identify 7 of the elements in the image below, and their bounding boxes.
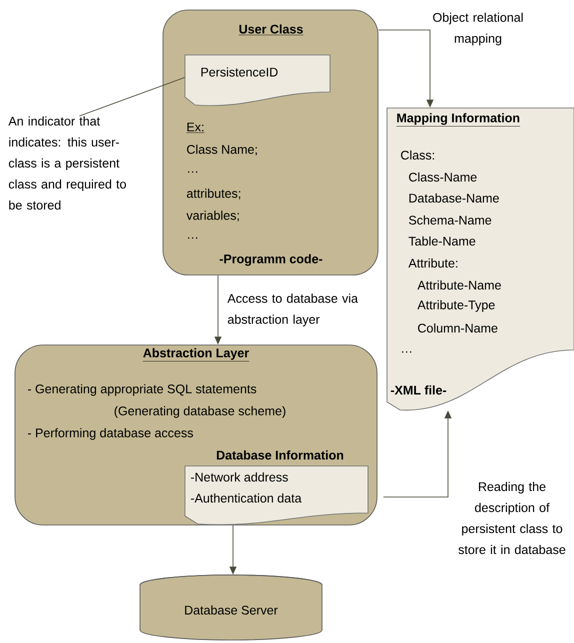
database-cylinder: Database Server bbox=[140, 574, 322, 640]
node-label: Database Information bbox=[216, 450, 344, 460]
edge-label: Object relational mapping bbox=[433, 12, 523, 46]
edge-label: Access to database via abstraction layer bbox=[227, 294, 358, 326]
edge-label: Reading the description of persistent class to store it in database bbox=[458, 482, 566, 554]
leader-line bbox=[79, 77, 185, 116]
annotation-text: An indicator that indicates: this user- class is a persistent class and required to be stored bbox=[8, 116, 126, 210]
